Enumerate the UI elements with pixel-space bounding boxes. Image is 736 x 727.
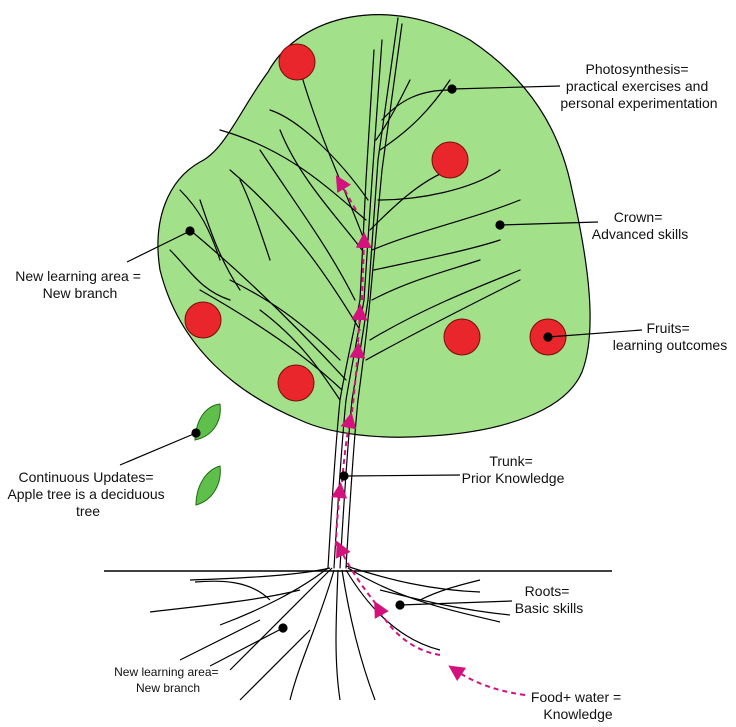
fruits: [184, 43, 567, 402]
falling-leaves: [194, 403, 221, 506]
fruit: [443, 318, 481, 356]
flow-arrows: [331, 175, 526, 696]
label-crown: Crown= Advanced skills: [592, 209, 689, 242]
leaf: [194, 403, 221, 441]
label-fruits: Fruits= learning outcomes: [613, 320, 727, 353]
roots: [149, 565, 511, 701]
fruit: [184, 301, 222, 339]
label-trunk: Trunk= Prior Knowledge: [462, 453, 565, 486]
fruit: [278, 43, 316, 81]
callout-lines: [119, 84, 643, 667]
label-new-root: New learning area= New branch: [114, 665, 222, 695]
fruit: [431, 141, 469, 179]
leaf: [195, 465, 221, 506]
label-continuous-updates: Continuous Updates= Apple tree is a deci…: [7, 469, 168, 519]
trunk-and-branches: [169, 17, 521, 569]
label-food-water: Food+ water = Knowledge: [531, 689, 625, 722]
label-photosynthesis: Photosynthesis= practical exercises and …: [560, 61, 717, 111]
label-roots: Roots= Basic skills: [515, 583, 583, 616]
label-new-branch: New learning area = New branch: [15, 268, 145, 301]
fruit: [277, 364, 315, 402]
